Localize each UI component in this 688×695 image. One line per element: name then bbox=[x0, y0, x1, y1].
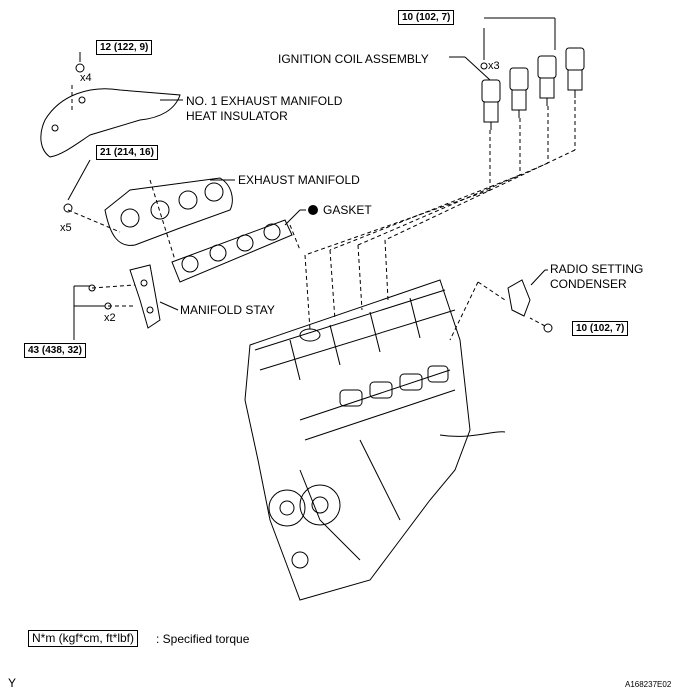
qty-x3: x3 bbox=[488, 60, 500, 72]
label-gasket: GASKET bbox=[323, 203, 372, 217]
manifold-stay bbox=[129, 264, 161, 329]
torque-box-insulator: 12 (122, 9) bbox=[96, 40, 153, 55]
gasket-marker-dot bbox=[308, 205, 318, 215]
label-heat-insulator-1: NO. 1 EXHAUST MANIFOLD bbox=[186, 94, 343, 108]
radio-condenser bbox=[507, 279, 531, 317]
exhaust-manifold bbox=[104, 177, 233, 246]
label-manifold-stay: MANIFOLD STAY bbox=[180, 303, 275, 317]
torque-box-condenser: 10 (102, 7) bbox=[572, 321, 629, 336]
label-heat-insulator-2: HEAT INSULATOR bbox=[186, 109, 288, 123]
legend-description: : Specified torque bbox=[156, 632, 250, 646]
legend-unit-box: N*m (kgf*cm, ft*lbf) bbox=[28, 630, 139, 647]
torque-box-stay: 43 (438, 32) bbox=[24, 343, 86, 358]
footer-left-mark: Y bbox=[8, 676, 17, 690]
qty-x4: x4 bbox=[80, 72, 92, 84]
label-exhaust-manifold: EXHAUST MANIFOLD bbox=[238, 173, 360, 187]
ignition-coils bbox=[481, 47, 585, 130]
engine-block bbox=[244, 279, 506, 601]
label-radio-condenser-1: RADIO SETTING bbox=[550, 262, 644, 276]
label-radio-condenser-2: CONDENSER bbox=[550, 277, 627, 291]
qty-x5: x5 bbox=[60, 222, 72, 234]
label-ignition-coil: IGNITION COIL ASSEMBLY bbox=[278, 52, 429, 66]
heat-insulator bbox=[40, 88, 181, 158]
torque-box-coil: 10 (102, 7) bbox=[398, 10, 455, 25]
torque-box-manifold: 21 (214, 16) bbox=[96, 145, 158, 160]
qty-x2: x2 bbox=[104, 312, 116, 324]
footer-figure-code: A168237E02 bbox=[625, 680, 672, 689]
alignment-lines bbox=[67, 85, 576, 341]
crank-pulley bbox=[268, 489, 306, 527]
gasket bbox=[171, 219, 293, 283]
